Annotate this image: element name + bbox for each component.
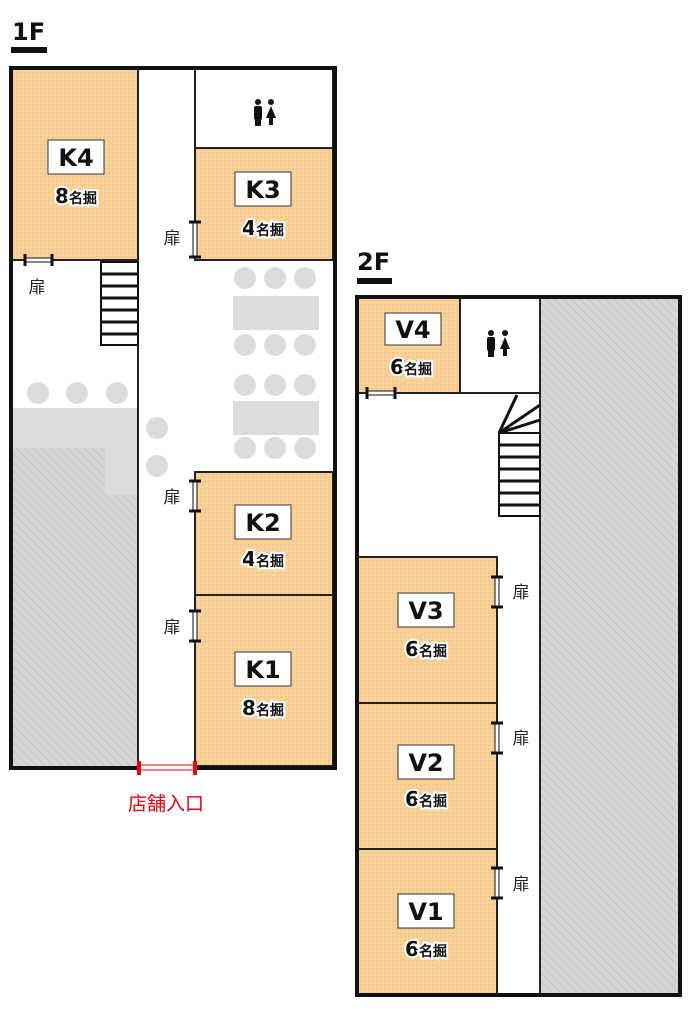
stairs <box>497 394 541 517</box>
room-code: V2 <box>408 749 443 777</box>
door[interactable] <box>189 220 201 259</box>
door[interactable] <box>365 387 397 399</box>
floor-label-bar <box>357 278 392 284</box>
room-code: K1 <box>245 656 280 684</box>
floor-label-2f: 2F <box>357 248 390 276</box>
restroom <box>459 296 541 394</box>
restroom <box>194 67 334 149</box>
room-code: V4 <box>395 316 430 344</box>
room-capacity: 6名掘 <box>405 637 447 661</box>
floor-1f: 1F 店舗入口 扉 扉 <box>9 18 337 815</box>
hatched-area <box>13 448 105 766</box>
restroom-icon <box>487 330 510 357</box>
counter <box>13 408 138 495</box>
room-capacity: 6名掘 <box>405 937 447 961</box>
chairs <box>27 267 316 477</box>
door[interactable] <box>491 721 503 755</box>
room-capacity: 6名掘 <box>405 787 447 811</box>
entrance-door[interactable] <box>137 761 197 775</box>
door-label: 扉 <box>513 583 530 603</box>
door-label: 扉 <box>513 729 530 749</box>
door[interactable] <box>491 575 503 609</box>
room-capacity: 4名掘 <box>242 547 284 571</box>
door[interactable] <box>23 254 54 266</box>
room-capacity: 4名掘 <box>242 216 284 240</box>
door[interactable] <box>189 609 201 643</box>
room-capacity: 8名掘 <box>242 696 284 720</box>
door-label: 扉 <box>513 875 530 895</box>
floor-outline <box>355 295 682 997</box>
door-label: 扉 <box>164 618 181 638</box>
room-v3[interactable] <box>356 556 498 704</box>
room-capacity: 8名掘 <box>55 184 97 208</box>
room-code: K4 <box>58 144 93 172</box>
hatched-area <box>105 495 138 766</box>
door[interactable] <box>491 866 503 900</box>
floor-label-bar <box>11 47 47 53</box>
room-code: K3 <box>245 176 280 204</box>
table <box>233 296 319 330</box>
room-capacity: 6名掘 <box>390 355 432 379</box>
door[interactable] <box>189 479 201 513</box>
room-code: V3 <box>408 597 443 625</box>
table <box>233 401 319 435</box>
room-code: V1 <box>408 898 443 926</box>
door-label: 扉 <box>29 278 46 298</box>
floor-2f: 2F 扉 扉 扉 V4 6名掘 V3 6名掘 V2 6名掘 V1 6名掘 <box>355 248 682 997</box>
entrance-label: 店舗入口 <box>128 793 204 815</box>
stairs <box>100 261 139 346</box>
floor-label-1f: 1F <box>12 18 45 46</box>
hatched-area <box>540 297 680 995</box>
door-label: 扉 <box>164 229 181 249</box>
restroom-icon <box>254 99 276 126</box>
door-label: 扉 <box>164 488 181 508</box>
room-code: K2 <box>245 509 280 537</box>
